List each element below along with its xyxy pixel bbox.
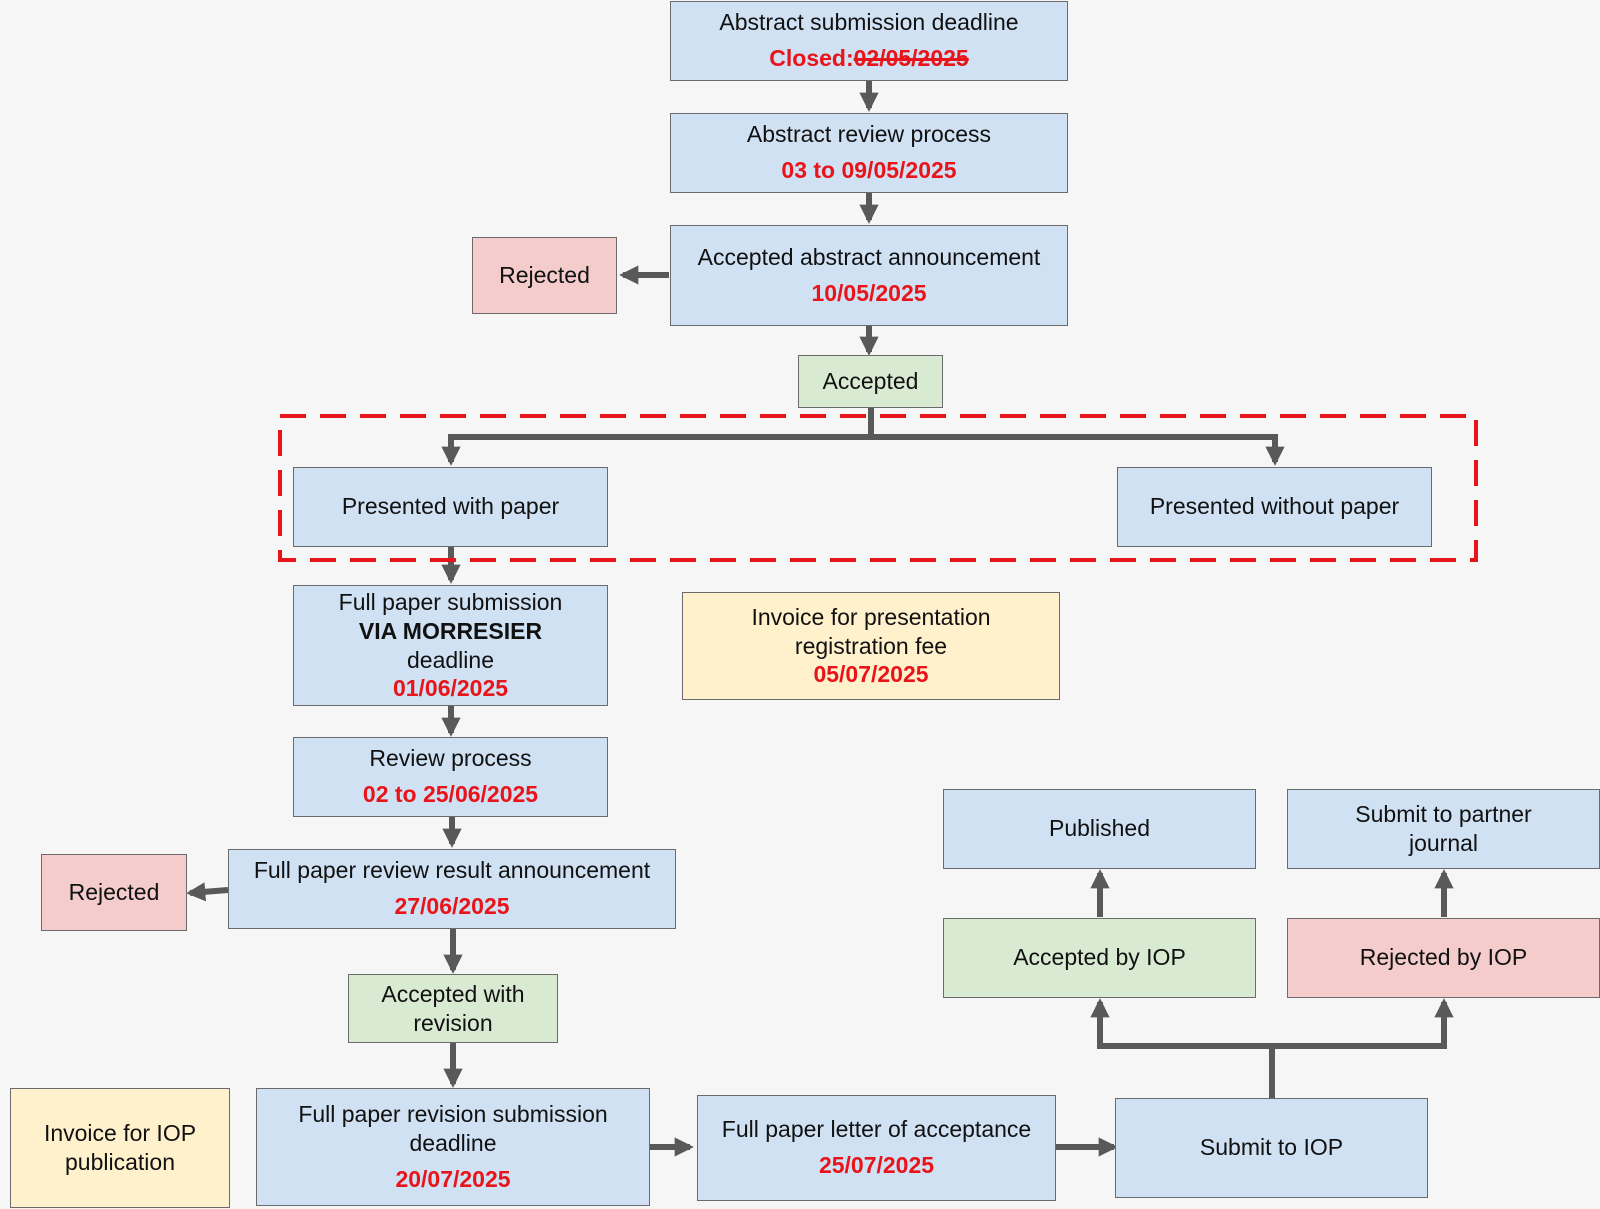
- invoice-presentation-line1: Invoice for presentation: [751, 603, 991, 630]
- accepted-revision-line1: Accepted with: [381, 980, 525, 1007]
- presented-with-paper-box: Presented with paper: [293, 467, 608, 547]
- closed-label: Closed:: [769, 45, 854, 71]
- rejected-by-iop-box: Rejected by IOP: [1287, 918, 1600, 998]
- accepted-revision-line2: revision: [413, 1009, 493, 1036]
- rejected-iop-label: Rejected by IOP: [1359, 944, 1528, 971]
- invoice-presentation-line2: registration fee: [794, 632, 948, 659]
- arrow-result-to-rejected: [186, 882, 229, 902]
- abstract-review-title: Abstract review process: [746, 121, 992, 148]
- arrow-to-presented-with-paper: [441, 434, 871, 466]
- accepted-abstract-announcement-box: Accepted abstract announcement 10/05/202…: [670, 225, 1068, 326]
- abstract-review-process-box: Abstract review process 03 to 09/05/2025: [670, 113, 1068, 193]
- revision-deadline-line2: deadline: [409, 1129, 497, 1156]
- review-process-box: Review process 02 to 25/06/2025: [293, 737, 608, 817]
- submit-partner-line1: Submit to partner: [1355, 801, 1532, 828]
- submit-to-iop-box: Submit to IOP: [1115, 1098, 1428, 1198]
- abstract-review-date: 03 to 09/05/2025: [781, 157, 957, 183]
- submit-iop-label: Submit to IOP: [1199, 1134, 1344, 1161]
- submit-partner-journal-box: Submit to partner journal: [1287, 789, 1600, 869]
- abstract-deadline-title: Abstract submission deadline: [719, 9, 1019, 36]
- review-process-date: 02 to 25/06/2025: [362, 781, 539, 807]
- rejected-full-paper-box: Rejected: [41, 854, 187, 931]
- invoice-iop-publication-box: Invoice for IOP publication: [10, 1088, 230, 1208]
- letter-acceptance-date: 25/07/2025: [818, 1152, 935, 1178]
- accepted-by-iop-box: Accepted by IOP: [943, 918, 1256, 998]
- full-paper-review-result-box: Full paper review result announcement 27…: [228, 849, 676, 929]
- presentation-options-frame: [278, 414, 1478, 562]
- published-label: Published: [1048, 815, 1151, 842]
- rejected-abstract-box: Rejected: [472, 237, 617, 314]
- full-paper-submission-box: Full paper submission VIA MORRESIER dead…: [293, 585, 608, 706]
- abstract-submission-deadline-box: Abstract submission deadline Closed:02/0…: [670, 1, 1068, 81]
- revision-deadline-line1: Full paper revision submission: [298, 1100, 608, 1127]
- accepted-with-revision-box: Accepted with revision: [348, 974, 558, 1043]
- accepted-abstract-title: Accepted abstract announcement: [697, 243, 1041, 270]
- revision-deadline-date: 20/07/2025: [395, 1166, 511, 1193]
- accepted-label: Accepted: [822, 367, 919, 394]
- full-paper-line1: Full paper submission: [338, 589, 563, 615]
- closed-old-date: 02/05/2025: [853, 45, 969, 71]
- arrow-to-presented-without-paper: [871, 434, 1285, 466]
- accepted-abstract-date: 10/05/2025: [811, 279, 927, 306]
- revision-submission-deadline-box: Full paper revision submission deadline …: [256, 1088, 650, 1206]
- review-result-title: Full paper review result announcement: [253, 857, 651, 884]
- review-result-date: 27/06/2025: [394, 893, 510, 919]
- letter-acceptance-title: Full paper letter of acceptance: [721, 1116, 1032, 1143]
- presented-with-paper-label: Presented with paper: [341, 493, 560, 520]
- invoice-iop-line2: publication: [65, 1149, 175, 1175]
- invoice-presentation-date: 05/07/2025: [813, 661, 929, 688]
- review-process-title: Review process: [369, 745, 532, 772]
- rejected-full-paper-label: Rejected: [68, 878, 160, 905]
- published-box: Published: [943, 789, 1256, 869]
- submit-partner-line2: journal: [1408, 830, 1479, 856]
- arrow-to-rejected-iop: [1272, 998, 1454, 1049]
- presented-without-paper-box: Presented without paper: [1117, 467, 1432, 547]
- arrow-to-accepted-iop: [1090, 998, 1272, 1049]
- accepted-box: Accepted: [798, 355, 943, 408]
- full-paper-date: 01/06/2025: [392, 675, 509, 702]
- invoice-presentation-fee-box: Invoice for presentation registration fe…: [682, 592, 1060, 700]
- full-paper-line3: deadline: [407, 646, 494, 673]
- invoice-iop-line1: Invoice for IOP: [43, 1120, 197, 1147]
- accepted-iop-label: Accepted by IOP: [1013, 944, 1186, 971]
- abstract-deadline-closed: Closed:02/05/2025: [769, 45, 968, 73]
- rejected-abstract-label: Rejected: [499, 261, 590, 288]
- full-paper-line2: VIA MORRESIER: [358, 617, 543, 644]
- letter-of-acceptance-box: Full paper letter of acceptance 25/07/20…: [697, 1095, 1056, 1201]
- presented-without-paper-label: Presented without paper: [1149, 493, 1400, 520]
